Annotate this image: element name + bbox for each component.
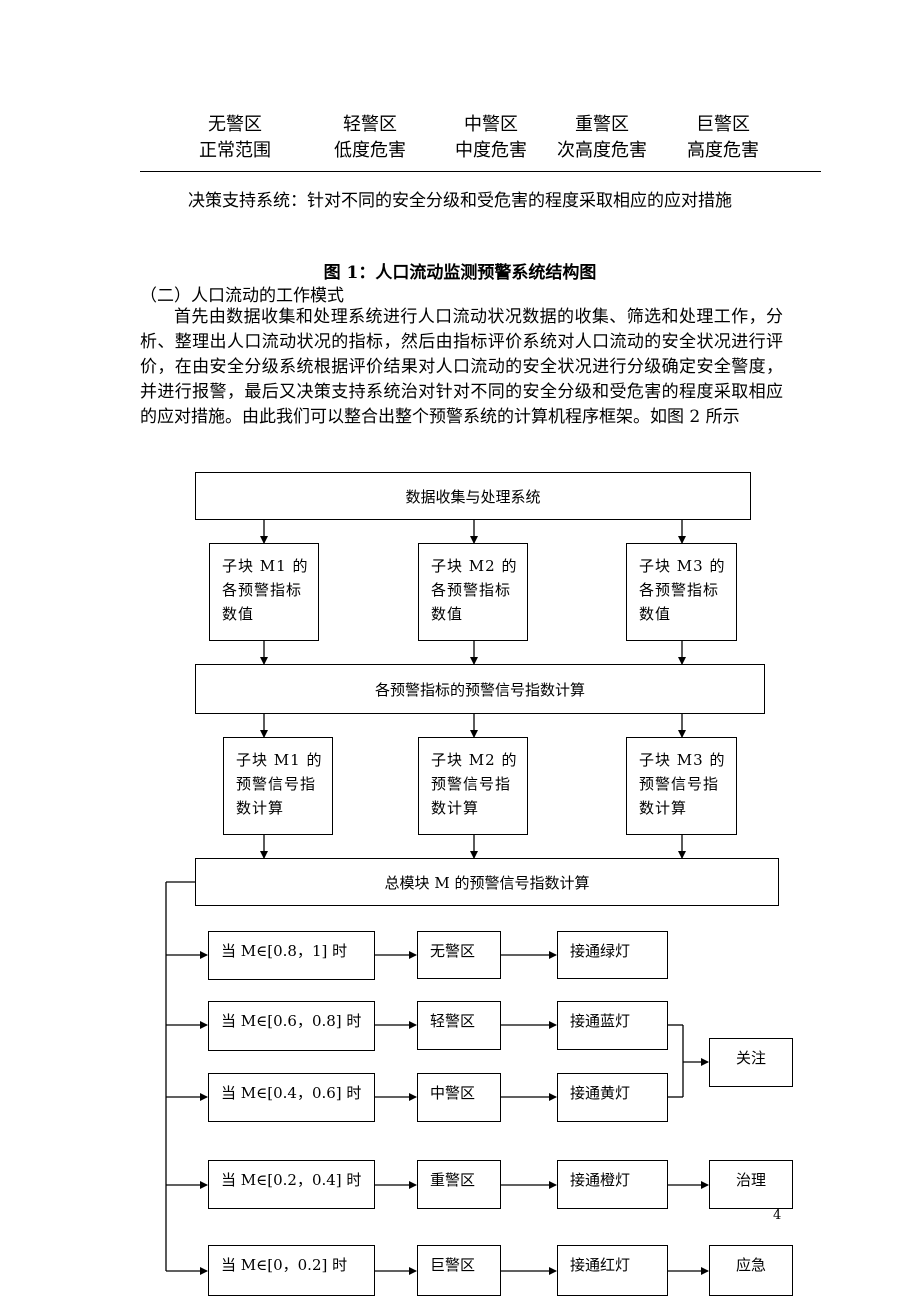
condition-box-3: 当 M∈[0.4，0.6] 时 [208, 1073, 375, 1122]
total-calc-box: 总模块 M 的预警信号指数计算 [195, 858, 779, 906]
body-paragraph: 首先由数据收集和处理系统进行人口流动状况数据的收集、筛选和处理工作，分析、整理出… [140, 307, 783, 427]
data-collection-label: 数据收集与处理系统 [405, 487, 541, 506]
action-govern-box: 治理 [709, 1160, 793, 1209]
signal-calc-box: 各预警指标的预警信号指数计算 [195, 664, 765, 714]
figure-title: 图 1：人口流动监测预警系统结构图 [323, 263, 597, 283]
light-box-yellow: 接通黄灯 [557, 1073, 668, 1122]
section-heading: （二）人口流动的工作模式 [140, 286, 344, 306]
indicator-box-m3: 子块 M3 的各预警指标数值 [626, 543, 737, 641]
light-box-orange: 接通橙灯 [557, 1160, 668, 1209]
zone-box-1: 无警区 [417, 931, 501, 979]
total-calc-label: 总模块 M 的预警信号指数计算 [384, 873, 590, 892]
level-col-4: 重警区次高度危害 [557, 114, 647, 161]
action-attention-box: 关注 [709, 1038, 793, 1087]
signal-calc-label: 各预警指标的预警信号指数计算 [374, 680, 585, 699]
zone-box-3: 中警区 [417, 1073, 501, 1122]
condition-box-5: 当 M∈[0，0.2] 时 [208, 1245, 375, 1296]
zone-box-4: 重警区 [417, 1160, 501, 1209]
zone-box-5: 巨警区 [417, 1245, 501, 1296]
condition-box-1: 当 M∈[0.8，1] 时 [208, 931, 375, 980]
level-col-3: 中警区中度危害 [455, 114, 527, 161]
signal-box-m3: 子块 M3 的预警信号指数计算 [626, 737, 737, 835]
level-col-2: 轻警区低度危害 [334, 114, 406, 161]
light-box-green: 接通绿灯 [557, 931, 668, 979]
action-emergency-box: 应急 [709, 1245, 793, 1296]
light-box-red: 接通红灯 [557, 1245, 668, 1296]
indicator-box-m1: 子块 M1 的各预警指标数值 [209, 543, 319, 641]
divider-rule [140, 171, 821, 172]
level-col-5: 巨警区高度危害 [687, 114, 759, 161]
indicator-box-m2: 子块 M2 的各预警指标数值 [418, 543, 528, 641]
condition-box-4: 当 M∈[0.2，0.4] 时 [208, 1160, 375, 1209]
signal-box-m1: 子块 M1 的预警信号指数计算 [223, 737, 333, 835]
data-collection-box: 数据收集与处理系统 [195, 472, 751, 520]
zone-box-2: 轻警区 [417, 1001, 501, 1050]
condition-box-2: 当 M∈[0.6，0.8] 时 [208, 1001, 375, 1051]
level-col-1: 无警区正常范围 [199, 114, 271, 161]
page-number: 4 [773, 1208, 782, 1223]
signal-box-m2: 子块 M2 的预警信号指数计算 [418, 737, 528, 835]
light-box-blue: 接通蓝灯 [557, 1001, 668, 1050]
decision-support-line: 决策支持系统：针对不同的安全分级和受危害的程度采取相应的应对措施 [188, 191, 732, 211]
